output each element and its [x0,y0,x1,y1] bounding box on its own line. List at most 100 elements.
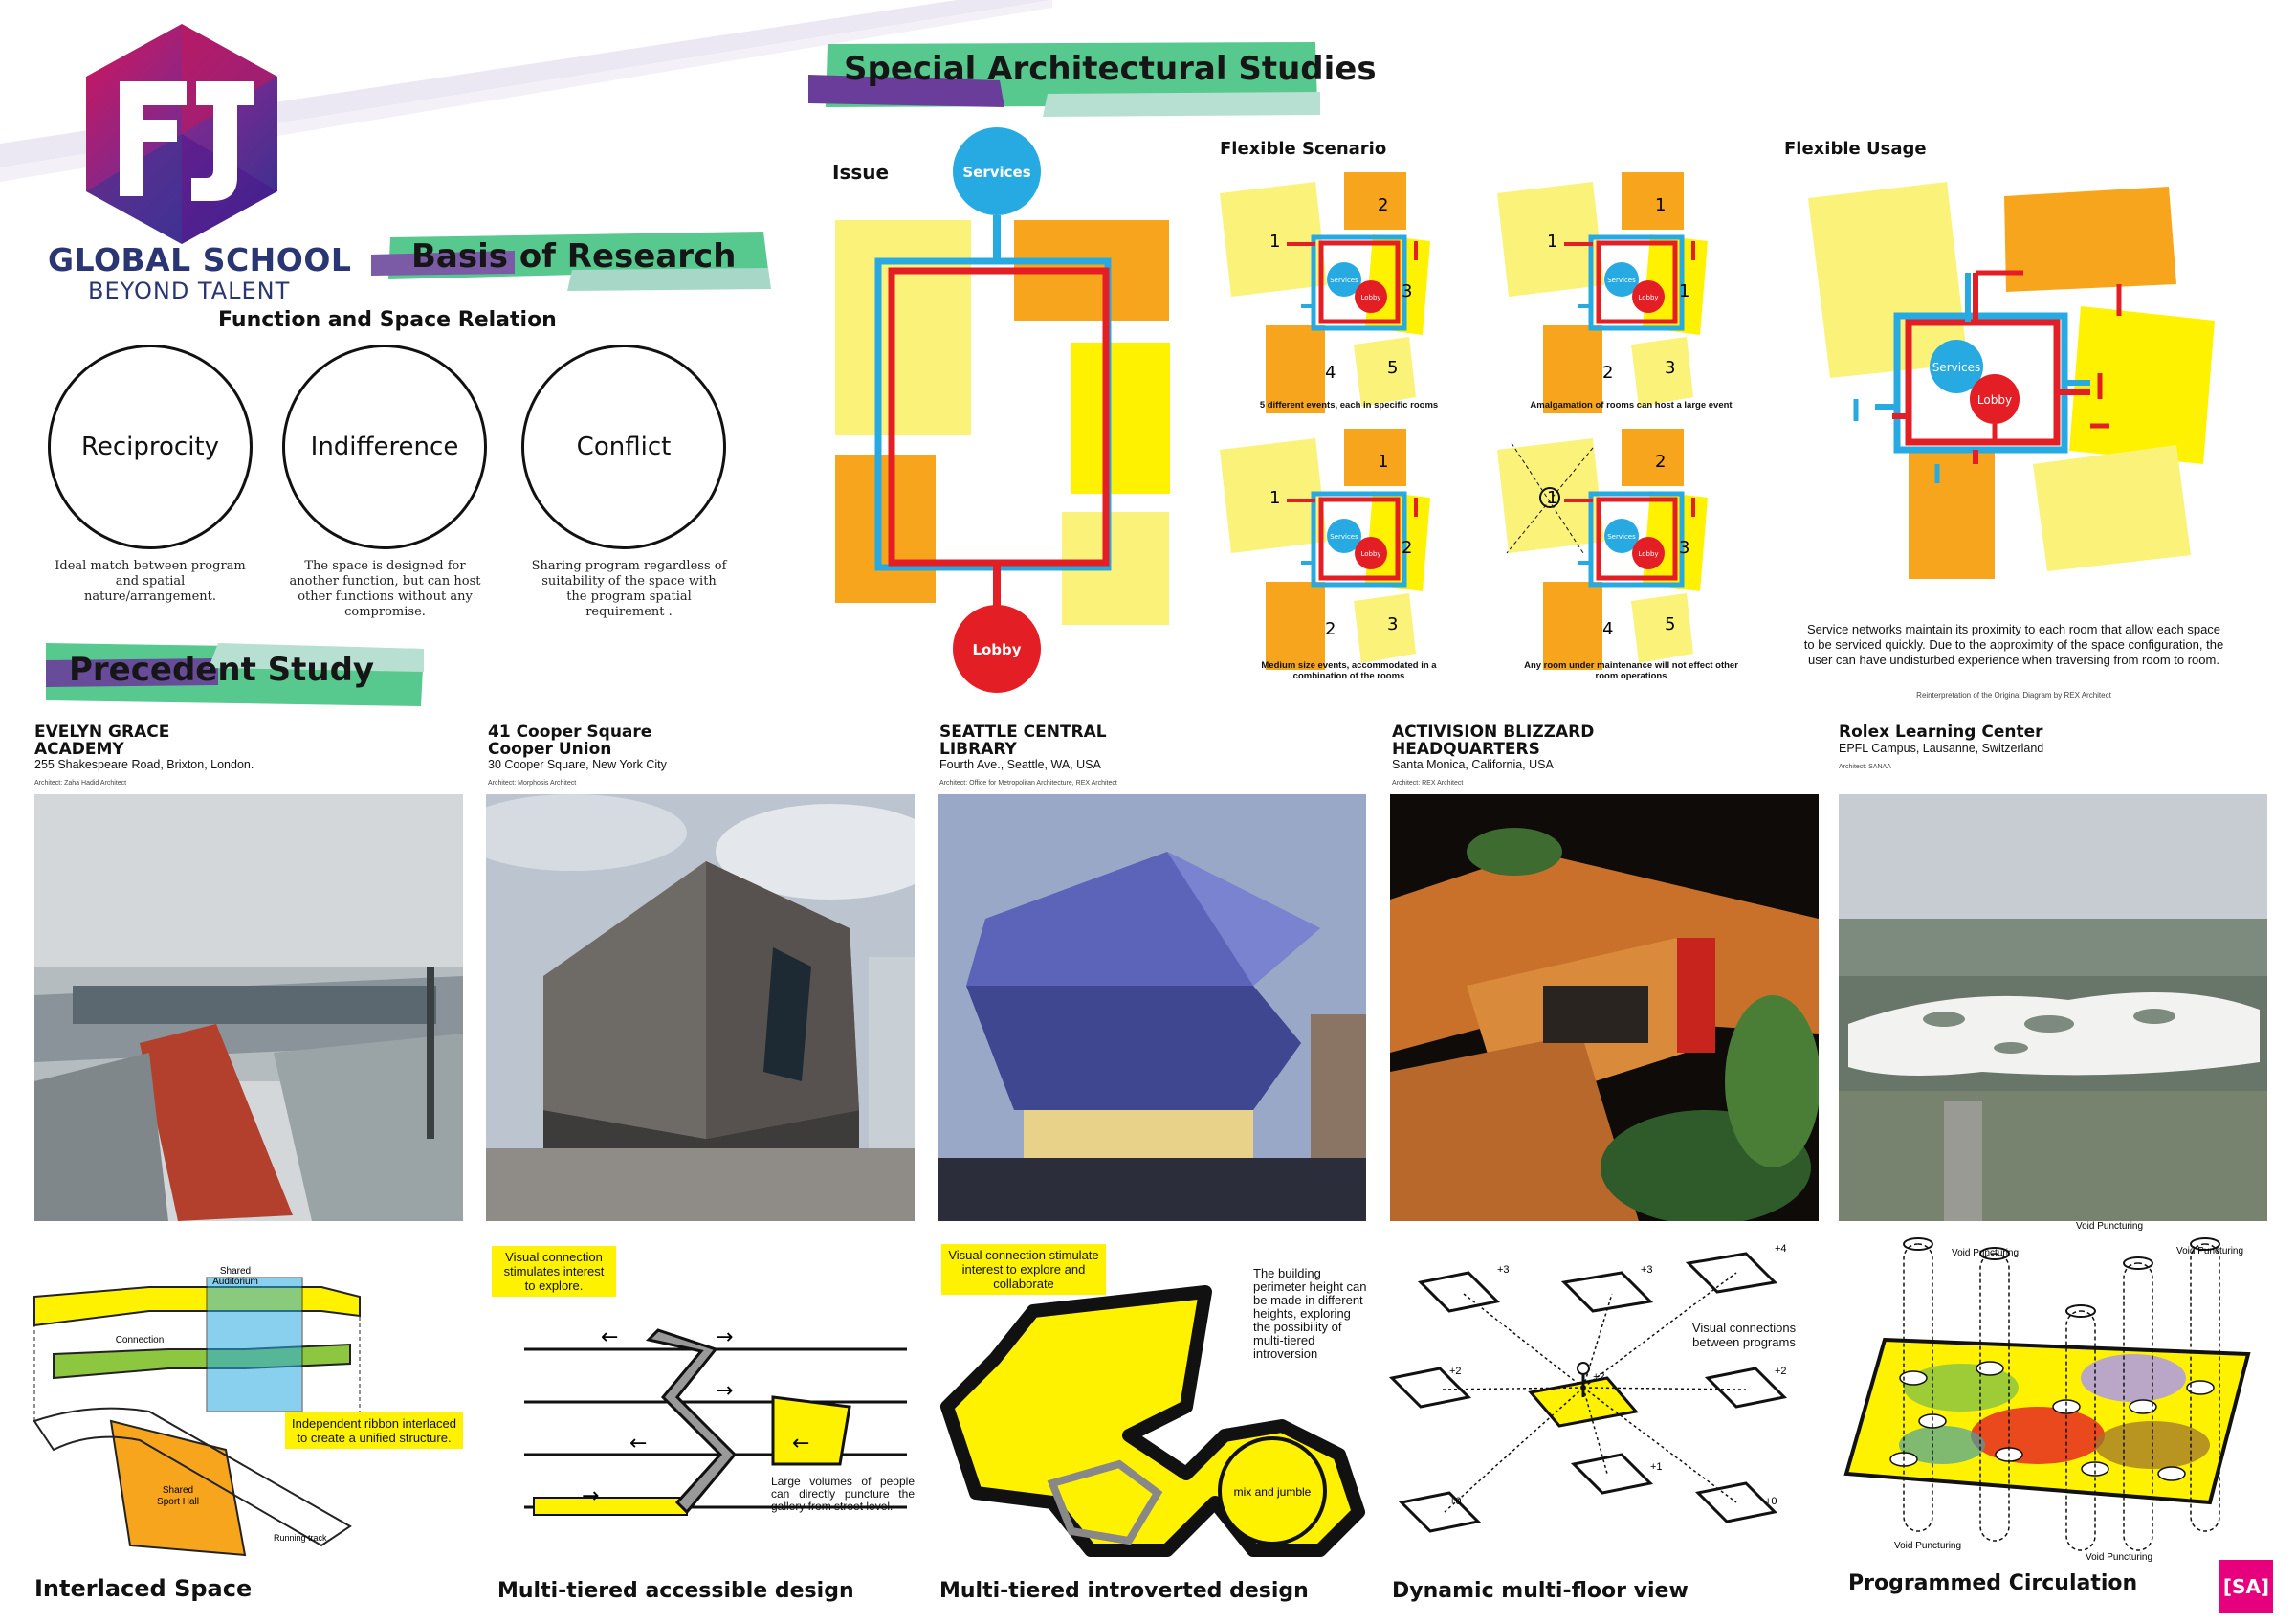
sa-badge: [SA] [2219,1560,2273,1613]
flexible-usage-label: Flexible Usage [1784,139,1927,159]
basis-of-research-heading: Basis of Research [411,237,737,276]
connection-label: Connection [116,1335,165,1345]
floor-plus2-a: +2 [1449,1366,1462,1377]
scenario-2-room-5: 3 [1665,358,1675,378]
flexible-usage-credit: Reinterpretation of the Original Diagram… [1916,691,2111,700]
precedent-5-title: Rolex Learning Center [1839,723,2043,742]
scenario-2-caption: Amalgamation of rooms can host a large e… [1530,400,1733,411]
precedent-study-heading: Precedent Study [69,651,375,689]
floor-plus0-b: +0 [1765,1496,1777,1507]
scenario-2-room-1: 1 [1547,232,1557,252]
accessible-design-caption: Multi-tiered accessible design [497,1579,854,1603]
interlaced-space-diagram: Shared Auditorium Connection Shared Spor… [33,1266,361,1557]
precedent-5-address: EPFL Campus, Lausanne, Switzerland [1839,742,2044,755]
conflict-label: Conflict [576,433,672,461]
accessible-design-diagram: ← → → ← ← → [524,1325,907,1516]
scenario-1-room-5: 5 [1387,358,1398,378]
reciprocity-circle: Reciprocity [48,345,253,549]
multi-floor-view-caption: Dynamic multi-floor view [1392,1579,1689,1603]
usage-services-label: Services [1932,361,1981,374]
svg-text:←: ← [601,1325,618,1349]
scenario-4-lobby-label: Lobby [1638,550,1658,558]
void-puncturing-label-1: Void Puncturing [1952,1248,2019,1258]
flexible-usage-diagram: Services Lobby [1808,182,2215,579]
precedent-2-architect: Architect: Morphosis Architect [488,780,577,787]
programmed-circulation-diagram: Void Puncturing Void Puncturing Void Pun… [1843,1221,2251,1563]
issue-services-label: Services [962,164,1030,181]
scenario-3-room-3: 2 [1402,538,1412,558]
precedent-1-address: 255 Shakespeare Road, Brixton, London. [34,758,254,771]
precedent-3-architect: Architect: Office for Metropolitan Archi… [939,780,1117,787]
function-space-subtitle: Function and Space Relation [218,308,557,332]
scenario-3-room-4: 2 [1325,619,1336,639]
logo-hexagon-mark [86,24,277,244]
interlaced-ribbon-note: Independent ribbon interlaced to create … [285,1412,463,1449]
scenario-3-services-label: Services [1330,533,1358,541]
issue-label: Issue [832,161,890,184]
floor-plus3-b: +3 [1641,1264,1653,1276]
precedent-ribbon-graphic [46,643,424,706]
floor-plus2-c: +2 [1775,1366,1787,1377]
mix-and-jumble-label: mix and jumble [1234,1485,1312,1499]
precedent-5-architect: Architect: SANAA [1839,764,1891,770]
scenario-3-caption: Medium size events, accommodated in a co… [1261,660,1437,681]
svg-text:→: → [716,1325,733,1349]
scenario-4-room-4: 4 [1602,619,1613,639]
floor-plus0-a: +0 [1449,1496,1462,1507]
rolex-center-photo [1839,794,2267,1221]
scenario-1-room-4: 4 [1325,363,1336,383]
running-track-label: Running track [274,1533,327,1543]
flexible-scenario-label: Flexible Scenario [1220,139,1387,159]
indifference-circle: Indifference [282,345,487,549]
accessible-visual-note: Visual connection stimulates interest to… [492,1246,616,1297]
floor-plus2-b: +2 [1593,1371,1605,1383]
precedent-1-architect: Architect: Zaha Hadid Architect [34,780,127,787]
sport-hall-label: Shared [163,1485,193,1496]
svg-text:←: ← [792,1432,809,1456]
precedent-2-address: 30 Cooper Square, New York City [488,758,667,771]
void-puncturing-label-2: Void Puncturing [2076,1221,2143,1232]
scenario-2-room-2: 1 [1655,195,1666,215]
special-studies-heading: Special Architectural Studies [844,50,1377,88]
issue-diagram: Services Lobby [835,127,1170,693]
scenario-1-services-label: Services [1330,277,1358,284]
accessible-volumes-note: Large volumes of people can directly pun… [771,1475,915,1513]
scenario-4-room-5: 5 [1665,614,1675,634]
scenario-2-services-label: Services [1607,277,1636,284]
scenario-1-room-3: 3 [1402,281,1412,301]
programmed-circulation-caption: Programmed Circulation [1848,1571,2138,1595]
scenario-1-room-2: 2 [1378,195,1388,215]
multi-floor-view-diagram: +3 +3 +4 +2 +2 +2 +1 +0 +0 [1388,1243,1788,1533]
precedent-3-title: SEATTLE CENTRAL LIBRARY [939,723,1107,759]
svg-text:→: → [716,1379,733,1403]
interlaced-space-caption: Interlaced Space [34,1575,253,1602]
floor-plus4: +4 [1775,1243,1787,1255]
scenario-4-room-1: 1 [1547,488,1557,508]
scenario-3-lobby-label: Lobby [1360,550,1380,558]
activision-photo [1390,794,1819,1221]
scenario-4-room-3: 3 [1679,538,1689,558]
scenario-1-caption: 5 different events, each in specific roo… [1259,400,1439,411]
scenario-4-services-label: Services [1607,533,1636,541]
multi-floor-visual-note: Visual connections between programs [1691,1321,1797,1349]
scenario-2-room-3: 1 [1679,281,1689,301]
scenario-3-room-1: 1 [1269,488,1280,508]
precedent-3-address: Fourth Ave., Seattle, WA, USA [939,758,1101,771]
introverted-design-diagram: mix and jumble [940,1285,1365,1557]
reciprocity-label: Reciprocity [80,433,220,461]
seattle-library-photo [938,794,1366,1221]
scenario-1-room-1: 1 [1269,232,1280,252]
indifference-description: The space is designed for another functi… [289,559,481,619]
evelyn-grace-photo [34,794,463,1221]
void-puncturing-label-4: Void Puncturing [1894,1541,1961,1551]
shared-auditorium-label-2: Auditorium [212,1277,258,1287]
issue-lobby-label: Lobby [972,641,1021,658]
logo-tagline: BEYOND TALENT [88,278,291,304]
precedent-1-title: EVELYN GRACE ACADEMY [34,723,170,759]
precedent-4-architect: Architect: REX Architect [1392,780,1464,787]
